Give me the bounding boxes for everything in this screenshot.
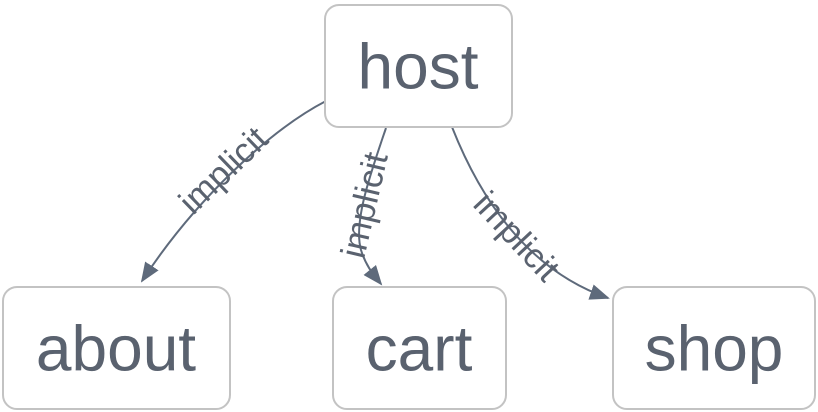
edge-label-host-shop: implicit [466, 184, 568, 289]
node-cart-box[interactable] [332, 286, 507, 410]
node-shop[interactable]: shop [612, 286, 816, 410]
node-host[interactable]: host [324, 4, 513, 128]
node-about-label: about [36, 312, 196, 384]
node-about[interactable]: about [2, 286, 231, 410]
node-host-label: host [358, 30, 479, 102]
node-about-box[interactable] [2, 286, 231, 410]
edges-layer [140, 100, 610, 300]
edge-label-host-cart: implicit [334, 148, 396, 261]
edge-host-shop [451, 126, 610, 300]
edge-labels-layer: implicit implicit implicit [172, 119, 568, 289]
node-shop-label: shop [645, 312, 784, 384]
node-cart-label: cart [366, 312, 473, 384]
edge-host-about [140, 100, 327, 283]
node-shop-box[interactable] [612, 286, 816, 410]
node-cart[interactable]: cart [332, 286, 507, 410]
edge-label-host-about: implicit [172, 119, 276, 222]
node-host-box[interactable] [324, 4, 513, 128]
edge-host-cart [358, 127, 387, 286]
